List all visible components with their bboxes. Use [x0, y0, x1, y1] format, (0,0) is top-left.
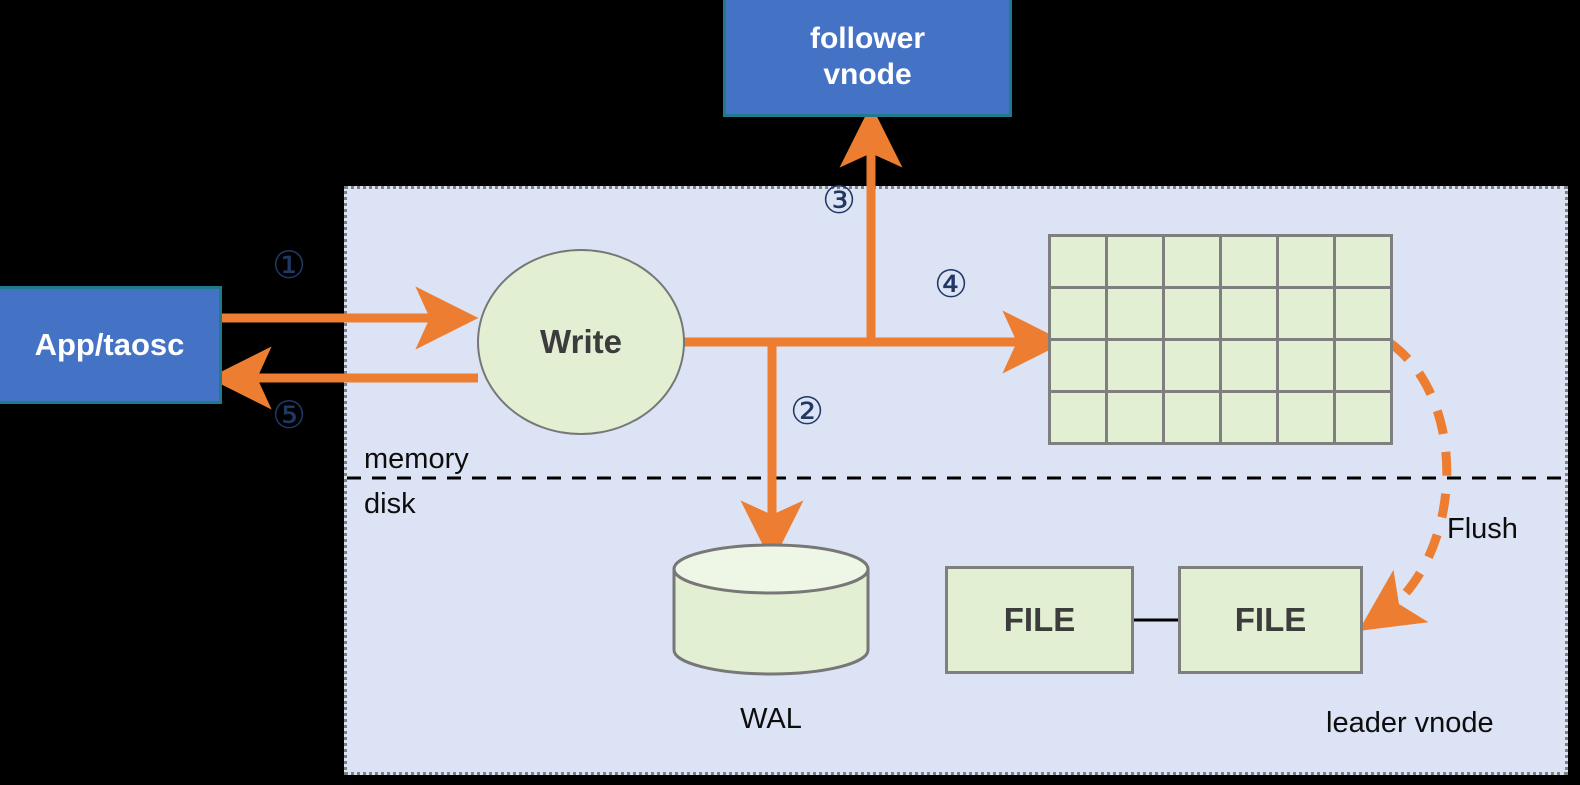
wal-cylinder-top — [672, 543, 870, 595]
memtable-cell — [1336, 341, 1393, 393]
memtable-cell — [1336, 237, 1393, 289]
memtable-cell — [1051, 393, 1108, 445]
write-label: Write — [540, 323, 622, 360]
memtable-cell — [1165, 289, 1222, 341]
memtable-cell — [1279, 393, 1336, 445]
memtable-cell — [1051, 289, 1108, 341]
follower-vnode-label: follower vnode — [810, 21, 925, 92]
file-node-2[interactable]: FILE — [1178, 566, 1363, 674]
wal-label: WAL — [740, 703, 802, 735]
memory-label: memory — [364, 443, 469, 475]
wal-cylinder[interactable] — [672, 543, 870, 676]
memtable-cell — [1108, 289, 1165, 341]
step-marker-4: ④ — [934, 262, 969, 306]
memtable-cell — [1222, 393, 1279, 445]
memtable-cell — [1165, 237, 1222, 289]
step-marker-1: ① — [272, 243, 307, 287]
step-marker-2: ② — [790, 389, 825, 433]
wal-cylinder-body — [672, 567, 870, 676]
memtable-cell — [1108, 237, 1165, 289]
disk-label: disk — [364, 488, 416, 520]
write-node[interactable]: Write — [477, 249, 685, 435]
file-node-1-label: FILE — [1003, 601, 1076, 638]
follower-vnode-label-line2: vnode — [823, 57, 912, 91]
memtable-cell — [1279, 341, 1336, 393]
app-taosc-node[interactable]: App/taosc — [0, 286, 222, 404]
memtable-cell — [1336, 393, 1393, 445]
memtable-cell — [1279, 237, 1336, 289]
file-node-1[interactable]: FILE — [945, 566, 1134, 674]
step-marker-5: ⑤ — [272, 393, 307, 437]
flush-label: Flush — [1447, 513, 1518, 545]
leader-vnode-label: leader vnode — [1326, 707, 1494, 739]
memtable-cell — [1051, 341, 1108, 393]
file-node-2-label: FILE — [1234, 601, 1307, 638]
follower-vnode-label-line1: follower — [809, 22, 925, 56]
memtable-grid — [1048, 234, 1393, 445]
memtable-cell — [1165, 341, 1222, 393]
memtable-cell — [1051, 237, 1108, 289]
memtable-cell — [1279, 289, 1336, 341]
memtable-cell — [1222, 341, 1279, 393]
memtable-cell — [1222, 237, 1279, 289]
memtable-cell — [1222, 289, 1279, 341]
memtable-cell — [1108, 341, 1165, 393]
memtable-cell — [1165, 393, 1222, 445]
memtable-cell — [1336, 289, 1393, 341]
app-taosc-label: App/taosc — [34, 326, 185, 362]
step-marker-3: ③ — [822, 178, 857, 222]
memtable-cell — [1108, 393, 1165, 445]
follower-vnode-node[interactable]: follower vnode — [723, 0, 1012, 117]
